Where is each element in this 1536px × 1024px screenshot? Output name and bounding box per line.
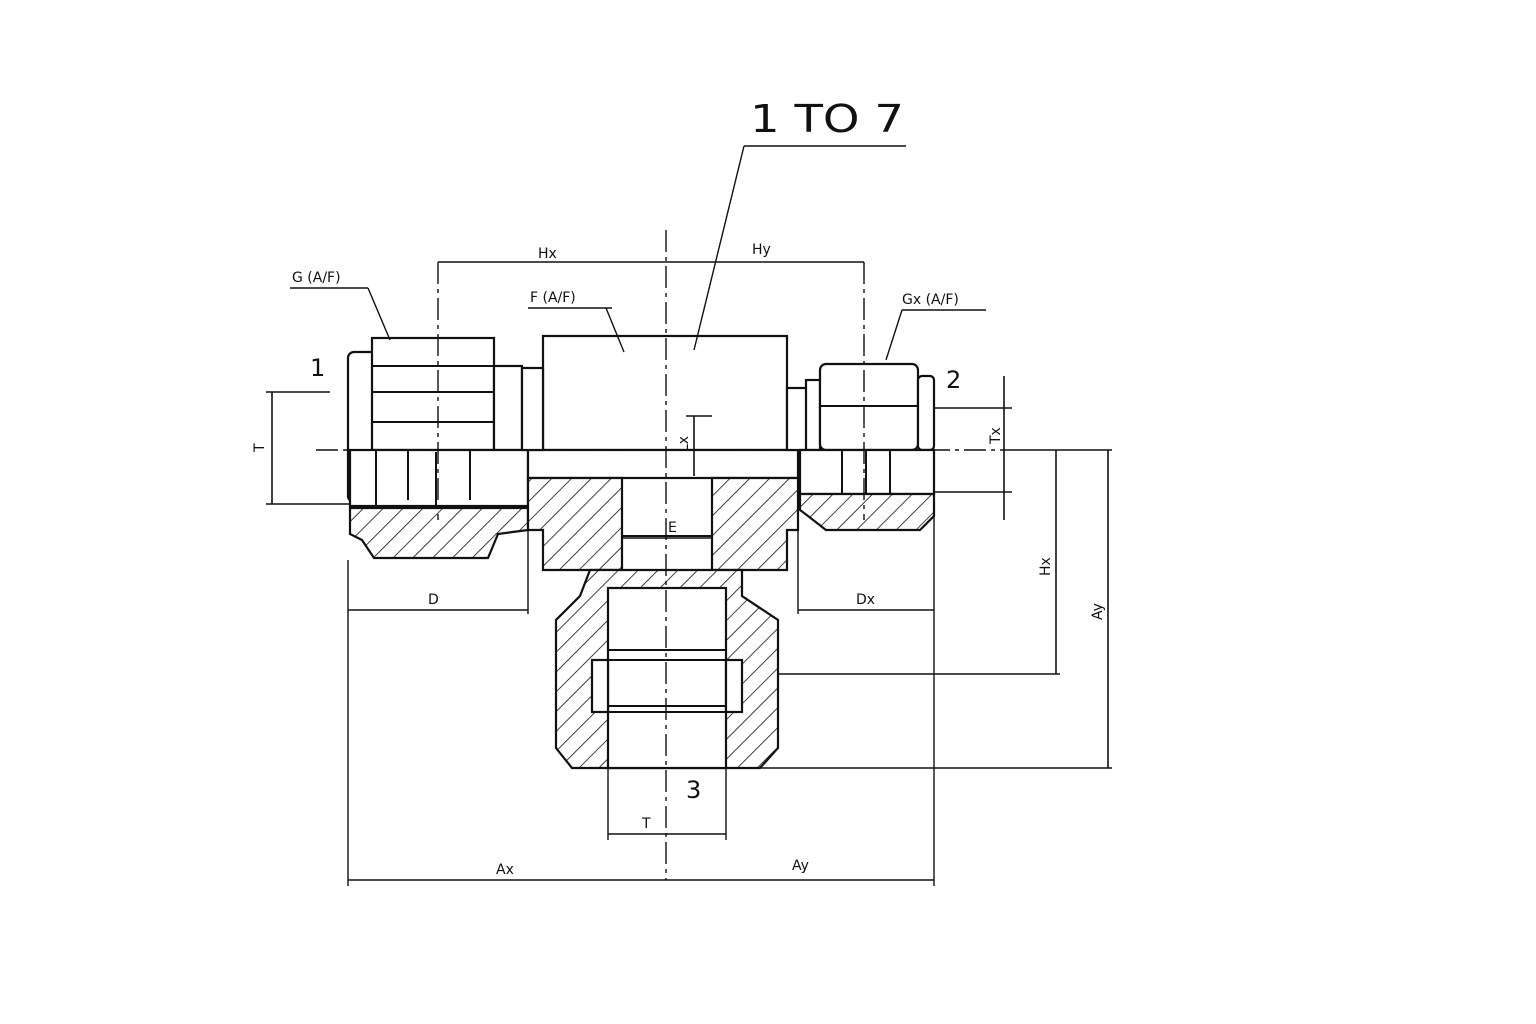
bottom-nut [554,568,780,770]
leader-lines [290,145,986,361]
ay-bottom-label: Ay [792,858,809,874]
gx-af-label: Gx (A/F) [902,292,959,308]
hy-label: Hy [752,242,771,258]
t-left-label: T [252,443,268,453]
lx-label: Lx [676,436,692,452]
port-1-label: 1 [310,354,325,382]
port-2-label: 2 [946,366,961,394]
right-nut [798,362,936,532]
center-lines [316,230,1000,880]
hx-side-label: Hx [1038,557,1054,576]
f-af-label: F (A/F) [530,290,576,306]
dimension-lines [266,261,1112,886]
e-label: E [668,520,677,536]
ax-label: Ax [496,862,514,878]
t-bottom-label: T [641,816,651,832]
port-3-label: 3 [686,776,701,804]
tee-body [520,334,809,572]
hx-top-label: Hx [538,246,557,262]
g-af-label: G (A/F) [292,270,341,286]
tx-label: Tx [988,427,1004,445]
dx-label: Dx [856,592,875,608]
d-label: D [428,592,439,608]
left-nut [346,336,530,560]
parts-callout-label: 1 TO 7 [750,97,904,141]
ay-side-label: Ay [1090,603,1106,620]
